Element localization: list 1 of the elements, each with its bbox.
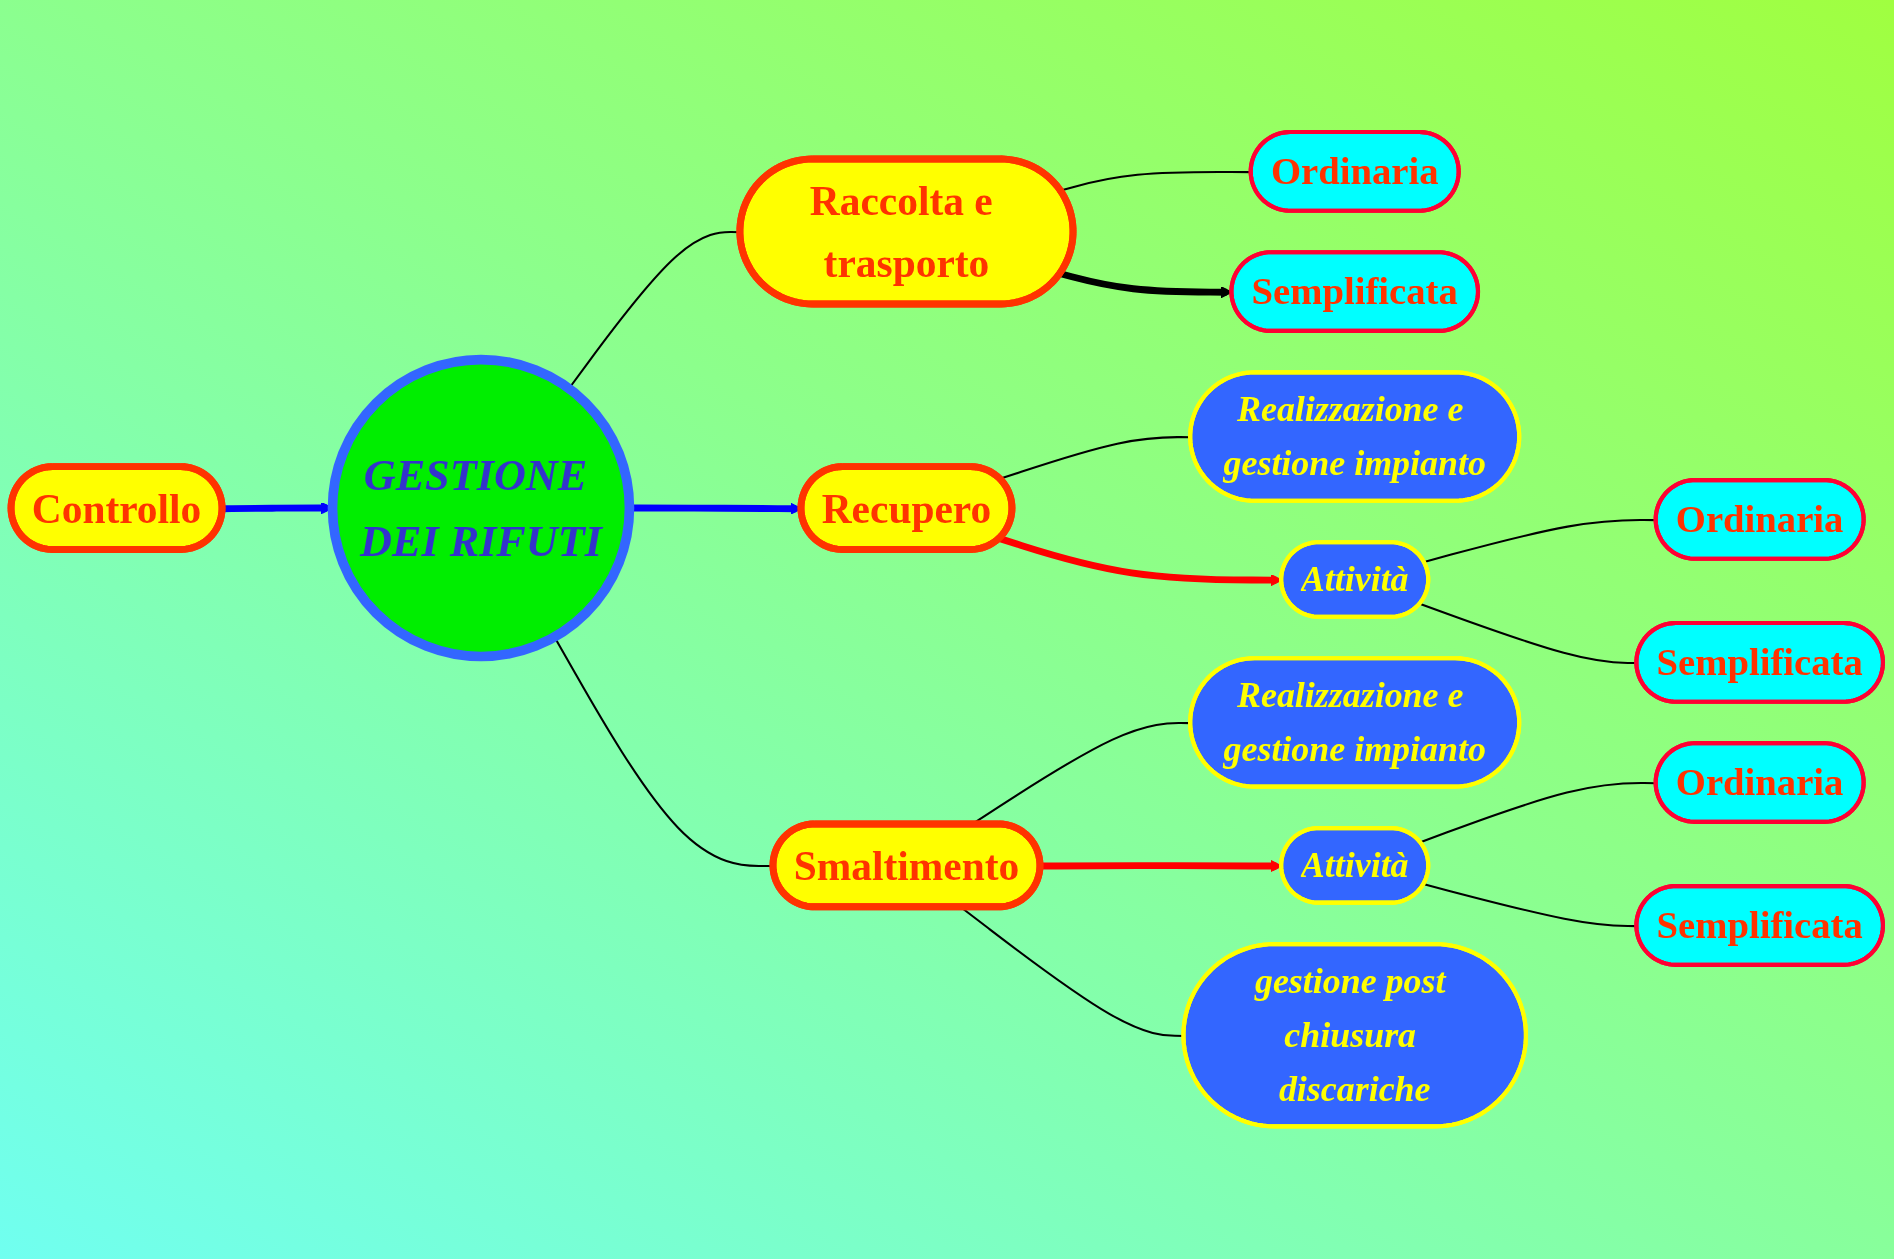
- node-circle: GESTIONE DEI RIFUTI: [327, 355, 635, 662]
